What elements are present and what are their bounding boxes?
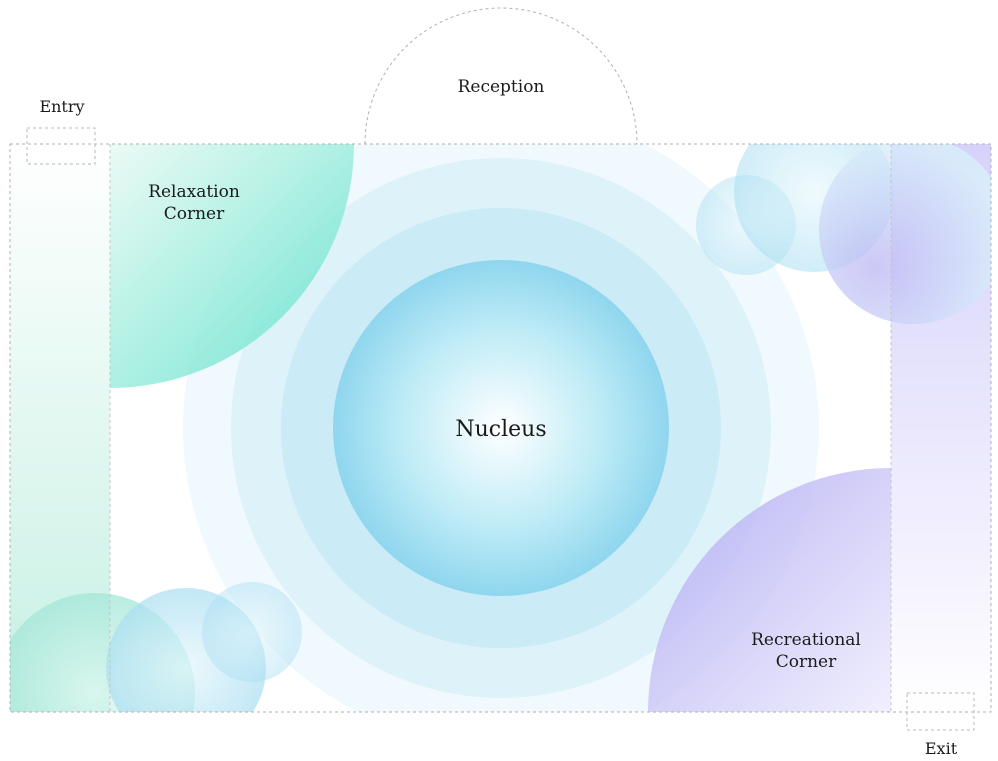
nucleus-core <box>333 260 669 596</box>
room-outline <box>9 143 992 713</box>
nucleus-label: Nucleus <box>455 417 547 442</box>
reception-outline <box>364 7 638 145</box>
recreational-corner-label-line2: Corner <box>775 652 837 673</box>
entry-label: Entry <box>39 97 85 116</box>
recreational-corner-label-line1: Recreational <box>751 630 861 650</box>
reception-label: Reception <box>457 77 545 97</box>
room-interior <box>10 144 991 712</box>
recreational-corner-label: Recreational Corner <box>731 629 881 673</box>
entry-door <box>26 127 96 165</box>
relaxation-corner-label: Relaxation Corner <box>124 181 264 225</box>
bubble <box>819 144 991 324</box>
relaxation-corner-label-line1: Relaxation <box>148 182 240 202</box>
bubble <box>202 582 302 682</box>
relaxation-corner-shape <box>110 144 354 388</box>
recreational-corner-shape <box>648 468 891 712</box>
exit-door <box>906 692 975 731</box>
exit-label: Exit <box>924 739 958 758</box>
relaxation-corner-label-line2: Corner <box>163 204 225 225</box>
